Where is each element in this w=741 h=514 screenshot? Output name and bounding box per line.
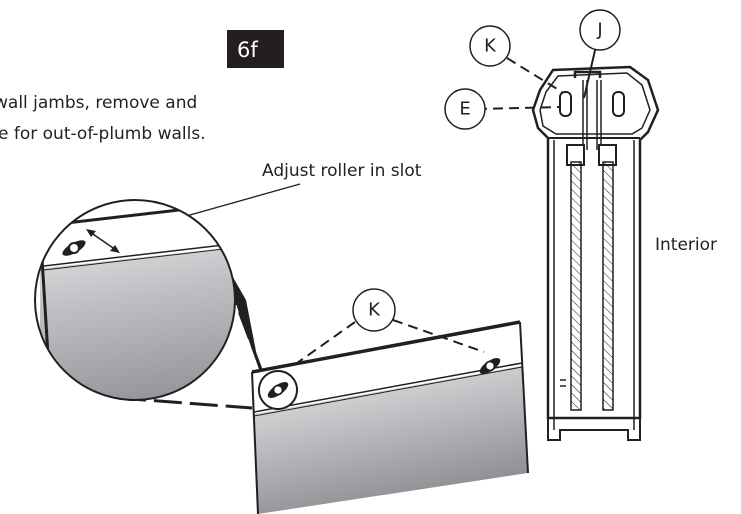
section-callout-k-label: K	[484, 36, 497, 57]
slot-adjust-arrow	[86, 229, 120, 253]
interior-label: Interior	[655, 235, 717, 255]
instruction-line-1: wall jambs, remove and	[0, 93, 197, 113]
zoom-roller-icon	[62, 240, 86, 256]
section-callout-k: K	[469, 25, 563, 93]
zoom-detail	[34, 199, 236, 401]
step-badge: 6f	[227, 30, 284, 68]
left-roller-icon	[258, 370, 298, 410]
adjust-roller-label: Adjust roller in slot	[262, 161, 422, 181]
instruction-line-2: e for out-of-plumb walls.	[0, 124, 206, 144]
track-section	[531, 65, 660, 441]
panel-callout-k: K	[289, 288, 485, 369]
section-callout-j-label: J	[596, 20, 602, 41]
section-callout-e-label: E	[459, 99, 470, 120]
right-roller-icon	[479, 357, 501, 375]
step-label: 6f	[237, 38, 258, 62]
section-callout-e: E	[444, 88, 561, 130]
section-callout-j: J	[579, 9, 621, 99]
panel-callout-k-label: K	[368, 300, 381, 321]
door-panel	[251, 320, 529, 514]
